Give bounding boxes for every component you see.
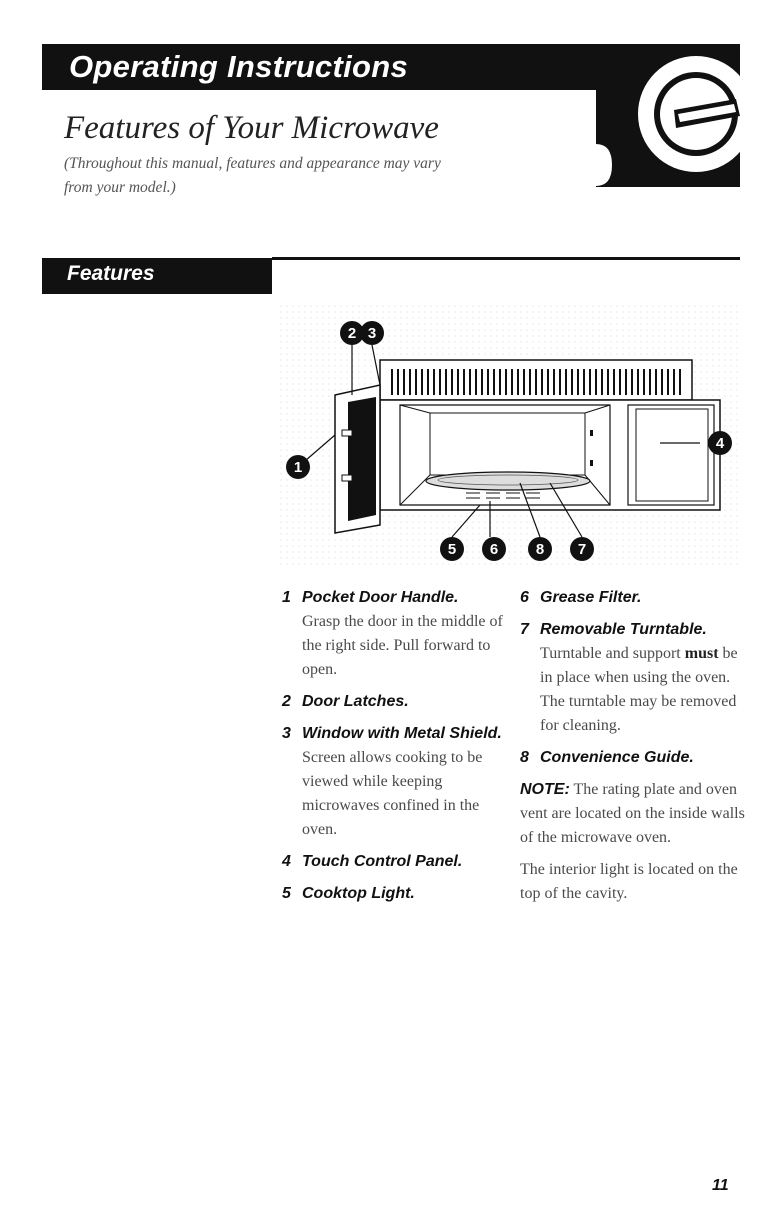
callout-number-6: 6 [490,541,498,558]
feature-number: 8 [520,749,529,766]
feature-number: 5 [282,885,291,902]
feature-title: Touch Control Panel. [302,853,463,870]
feature-item-2: 2 Door Latches. [282,690,512,714]
section-title: Features of Your Microwave [64,110,439,146]
diagram-callouts: 2 3 1 4 5 6 8 7 [286,321,732,561]
features-heading: Features [67,262,155,285]
feature-number: 4 [282,853,291,870]
feature-item-3: 3 Window with Metal Shield. Screen allow… [282,722,512,842]
feature-title: Door Latches. [302,693,409,710]
microwave-diagram: 2 3 1 4 5 6 8 7 [280,305,740,567]
feature-item-1: 1 Pocket Door Handle. Grasp the door in … [282,586,512,682]
feature-number: 3 [282,725,291,742]
feature-title: Removable Turntable. [540,621,707,638]
feature-description: Turntable and support must be in place w… [540,642,750,738]
callout-number-3: 3 [368,325,376,342]
callout-number-5: 5 [448,541,456,558]
turntable-text-bold: must [684,645,719,662]
callout-number-4: 4 [716,435,725,452]
feature-title: Window with Metal Shield. [302,725,502,742]
feature-description: Grasp the door in the middle of the righ… [302,613,503,678]
feature-title: Pocket Door Handle. [302,589,459,606]
feature-number: 1 [282,589,291,606]
note-paragraph: NOTE: The rating plate and oven vent are… [520,778,750,850]
feature-item-5: 5 Cooktop Light. [282,882,512,906]
callout-number-1: 1 [294,459,302,476]
feature-item-7: 7 Removable Turntable. Turntable and sup… [520,618,750,738]
turntable-text-pre: Turntable and support [540,645,681,662]
callout-number-2: 2 [348,325,356,342]
feature-title: Grease Filter. [540,589,642,606]
features-rule [272,257,740,260]
feature-description: Screen allows cooking to be viewed while… [302,749,483,838]
features-list-right: 6 Grease Filter. 7 Removable Turntable. … [520,586,750,906]
page-number: 11 [712,1177,729,1194]
note-label: NOTE: [520,781,570,798]
feature-item-8: 8 Convenience Guide. [520,746,750,770]
brand-logo [596,44,740,187]
feature-title: Convenience Guide. [540,749,694,766]
features-list-left: 1 Pocket Door Handle. Grasp the door in … [282,586,512,914]
interior-light-paragraph: The interior light is located on the top… [520,861,738,902]
note-text: The rating plate and oven vent are locat… [520,781,745,846]
features-heading-bar: Features [42,258,272,294]
turntable-text-post: be in place when using the oven. The tur… [540,645,738,734]
feature-title: Cooktop Light. [302,885,415,902]
feature-number: 2 [282,693,291,710]
feature-number: 6 [520,589,529,606]
header-title: Operating Instructions [69,49,409,84]
feature-item-4: 4 Touch Control Panel. [282,850,512,874]
feature-item-6: 6 Grease Filter. [520,586,750,610]
callout-number-7: 7 [578,541,586,558]
section-subtitle: (Throughout this manual, features and ap… [64,155,441,196]
feature-number: 7 [520,621,529,638]
callout-number-8: 8 [536,541,544,558]
